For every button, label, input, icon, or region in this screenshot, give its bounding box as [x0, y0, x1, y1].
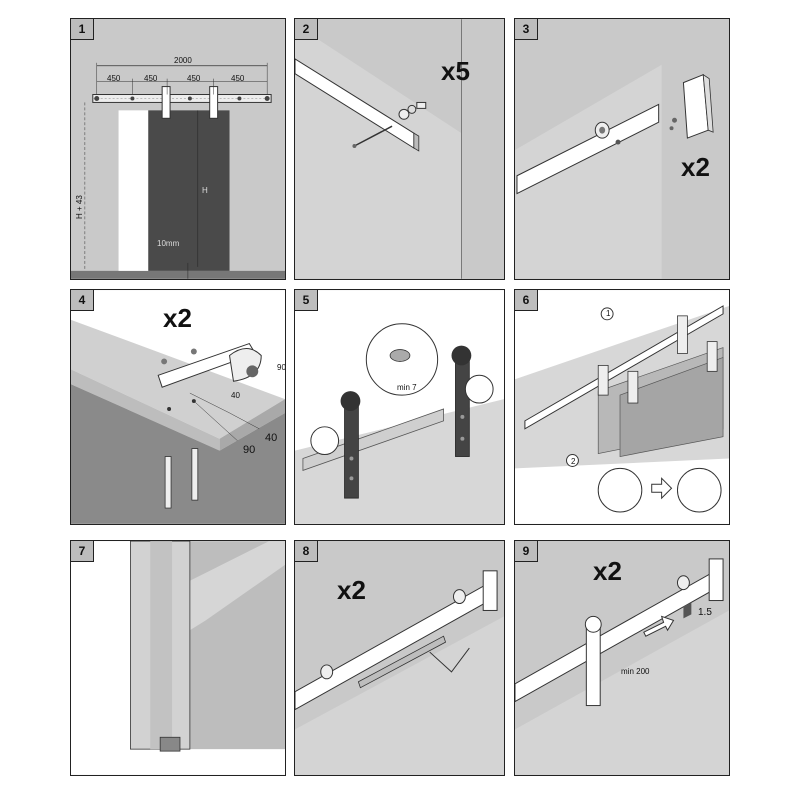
- step-number: 2: [295, 19, 318, 40]
- step-number: 6: [515, 290, 538, 311]
- dim-floor-gap: 10mm: [157, 239, 180, 248]
- dim-a: 40: [231, 391, 240, 400]
- dim-d: 90: [243, 444, 256, 456]
- dim-height-right: H: [202, 186, 208, 195]
- dim-c: 40: [265, 432, 278, 444]
- dim-spacing-2: 450: [144, 74, 158, 83]
- hanging-door-on-rail-illustration: [515, 290, 729, 524]
- step-panel-9: 9 x2 min 200 1.5: [514, 540, 730, 776]
- step-number: 7: [71, 541, 94, 562]
- callout-2: 2: [571, 457, 576, 466]
- step-panel-5: 5 min 7: [294, 289, 505, 525]
- step-panel-2: 2 x5: [294, 18, 505, 280]
- quantity-label: x2: [681, 152, 710, 182]
- dim-min: min 7: [397, 383, 417, 392]
- rail-bolt-illustration: [295, 19, 504, 279]
- soft-close-mechanism-illustration: [295, 541, 504, 775]
- step-number: 1: [71, 19, 94, 40]
- step-number: 4: [71, 290, 94, 311]
- step-panel-4: 4 x2 40 90 40 90: [70, 289, 286, 525]
- dim-height-left: H + 43: [75, 195, 84, 219]
- quantity-label: x2: [593, 556, 622, 586]
- floor-guide-illustration: [71, 541, 285, 775]
- dim-spacing-4: 450: [231, 74, 245, 83]
- step-panel-3: 3 x2: [514, 18, 730, 280]
- quantity-label: x2: [163, 303, 192, 333]
- hex-key-size: 1.5: [698, 607, 712, 618]
- callout-1: 1: [606, 309, 611, 318]
- hangers-on-door-illustration: [295, 290, 504, 524]
- stopper-placement-illustration: [515, 541, 729, 775]
- dim-spacing-1: 450: [107, 74, 121, 83]
- dim-min: min 200: [621, 667, 650, 676]
- quantity-label: x5: [441, 56, 470, 86]
- step-number: 3: [515, 19, 538, 40]
- step-number: 9: [515, 541, 538, 562]
- hanger-assembly-illustration: [71, 290, 285, 524]
- step-number: 8: [295, 541, 318, 562]
- step-panel-6: 6 1 2: [514, 289, 730, 525]
- step-panel-7: 7: [70, 540, 286, 776]
- installation-overview-illustration: [71, 19, 285, 279]
- dim-b: 90: [277, 363, 286, 372]
- quantity-label: x2: [337, 575, 366, 605]
- dim-total-width: 2000: [174, 56, 192, 65]
- step-panel-1: 1 2000 450 450 450 450 H + 43 H 10mm: [70, 18, 286, 280]
- step-number: 5: [295, 290, 318, 311]
- rail-mounted-illustration: [515, 19, 729, 279]
- step-panel-8: 8 x2: [294, 540, 505, 776]
- dim-spacing-3: 450: [187, 74, 201, 83]
